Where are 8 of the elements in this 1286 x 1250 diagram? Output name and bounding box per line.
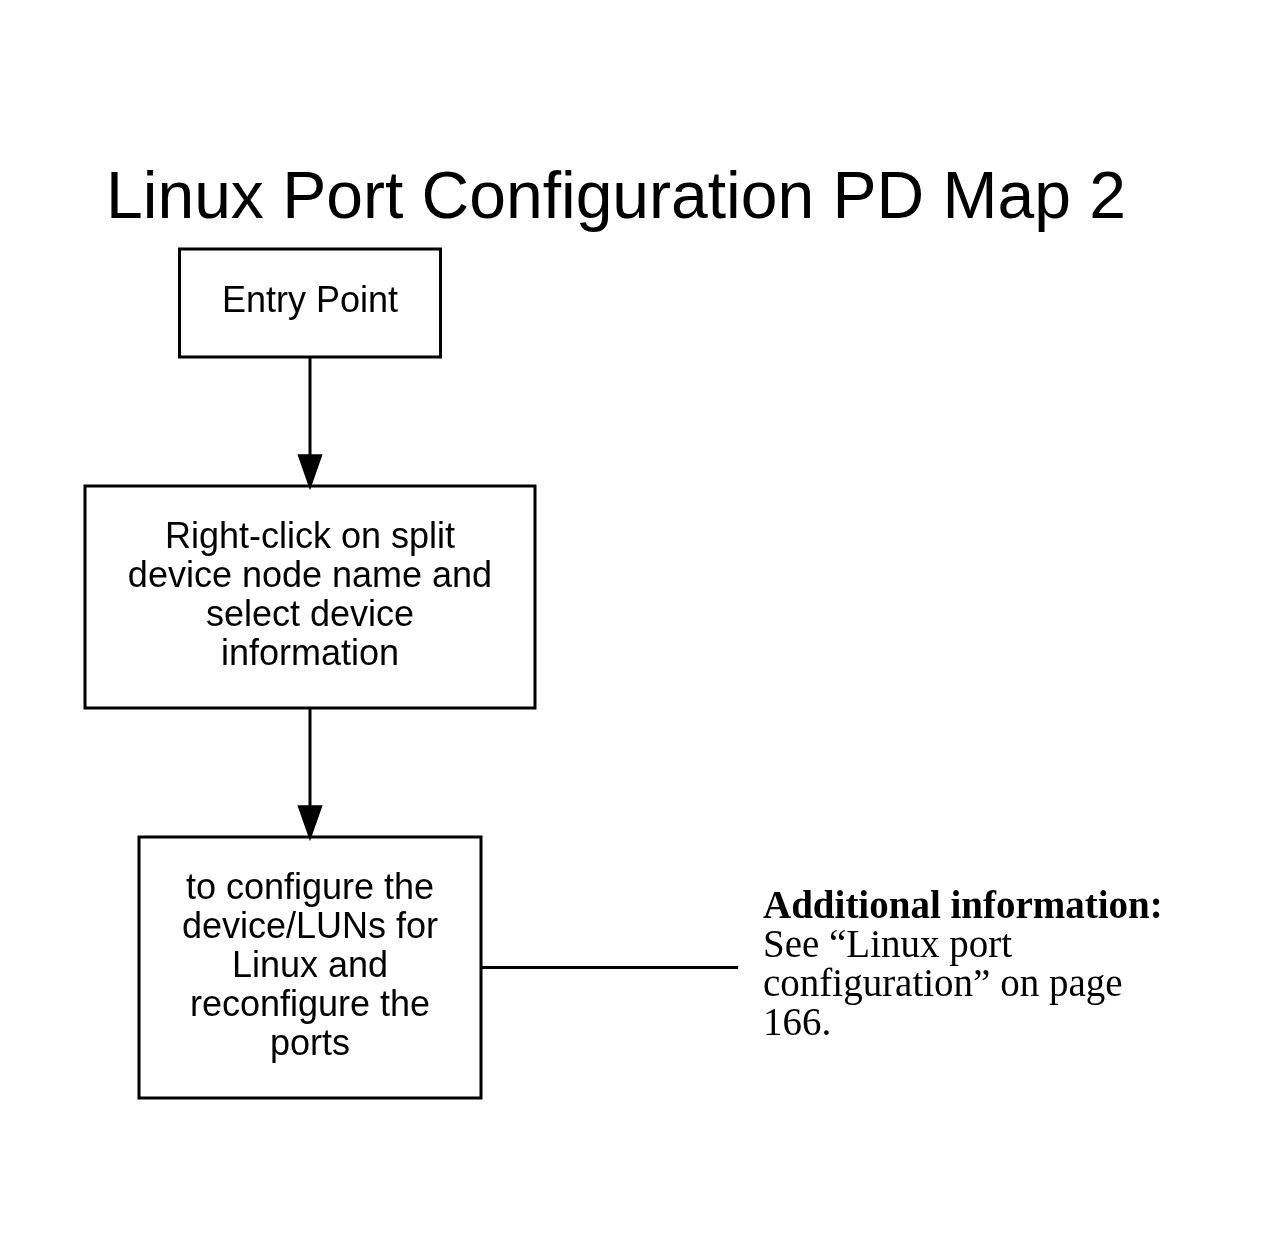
arrow [297, 707, 323, 841]
node-box: to configure the device/LUNs for Linux and reconfigure the ports [137, 835, 483, 1099]
connector [481, 965, 739, 969]
arrow [297, 357, 323, 490]
diagram-title: Linux Port Configuration PD Map 2 [106, 157, 1126, 232]
node-text: Additional information: See “Linux port configuration” on page 166. [763, 882, 1163, 1043]
node-box: Entry Point [178, 247, 442, 358]
node-box: Right-click on split device node name and select device information [83, 484, 537, 709]
